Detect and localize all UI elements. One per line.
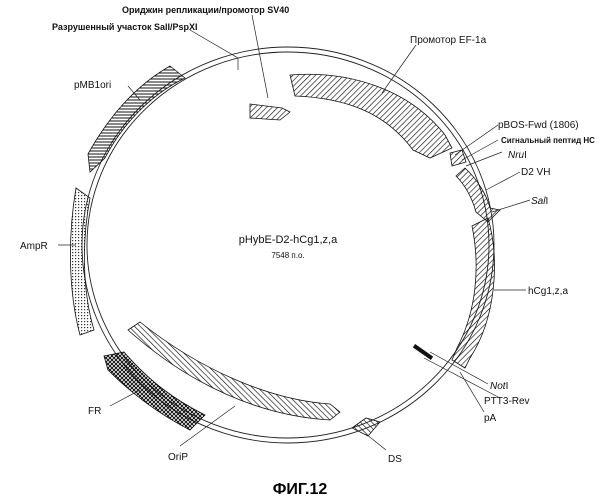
label-sal: SalI [531,196,548,207]
label-d2vh: D2 VH [521,167,550,178]
feature-ef1a [290,74,452,158]
leader-ds [366,434,386,450]
label-ds: DS [388,454,402,465]
feature-ds [352,418,380,436]
label-nru: NruI [508,150,527,161]
label-hcg: hCg1,z,a [528,286,568,297]
feature-sv40 [250,104,290,120]
label-not: NotI [490,381,508,392]
leader-sv40 [252,15,268,98]
leader-signal [462,140,498,160]
label-pbos: pBOS-Fwd (1806) [498,120,579,131]
leader-sall [190,30,238,70]
plasmid-size: 7548 п.о. [271,251,304,260]
feature-hcg [452,218,494,368]
label-sv40: Ориджин репликации/промотор SV40 [122,5,289,15]
leader-d2vh [486,172,520,190]
label-fr: FR [88,406,101,417]
label-signal: Сигнальный пептид HC [501,136,595,145]
label-ef1a: Промотор EF-1a [410,35,487,46]
leader-pa [460,372,484,412]
label-pa: pA [484,413,497,424]
label-sall-destroyed: Разрушенный участок SalI/PspXI [52,22,198,32]
figure-caption: ФИГ.12 [273,481,328,498]
feature-pbos-site [450,150,466,166]
label-ampr: AmpR [20,241,48,252]
leader-fr [110,390,140,406]
leader-sal [492,200,530,212]
label-pmb1: pMB1ori [74,80,111,91]
label-orip: OriP [168,452,188,463]
label-ptt3: PTT3-Rev [484,396,530,407]
feature-d2vh [456,168,500,222]
leader-pbos [455,125,498,155]
plasmid-name: pHybE-D2-hCg1,z,a [239,234,338,246]
